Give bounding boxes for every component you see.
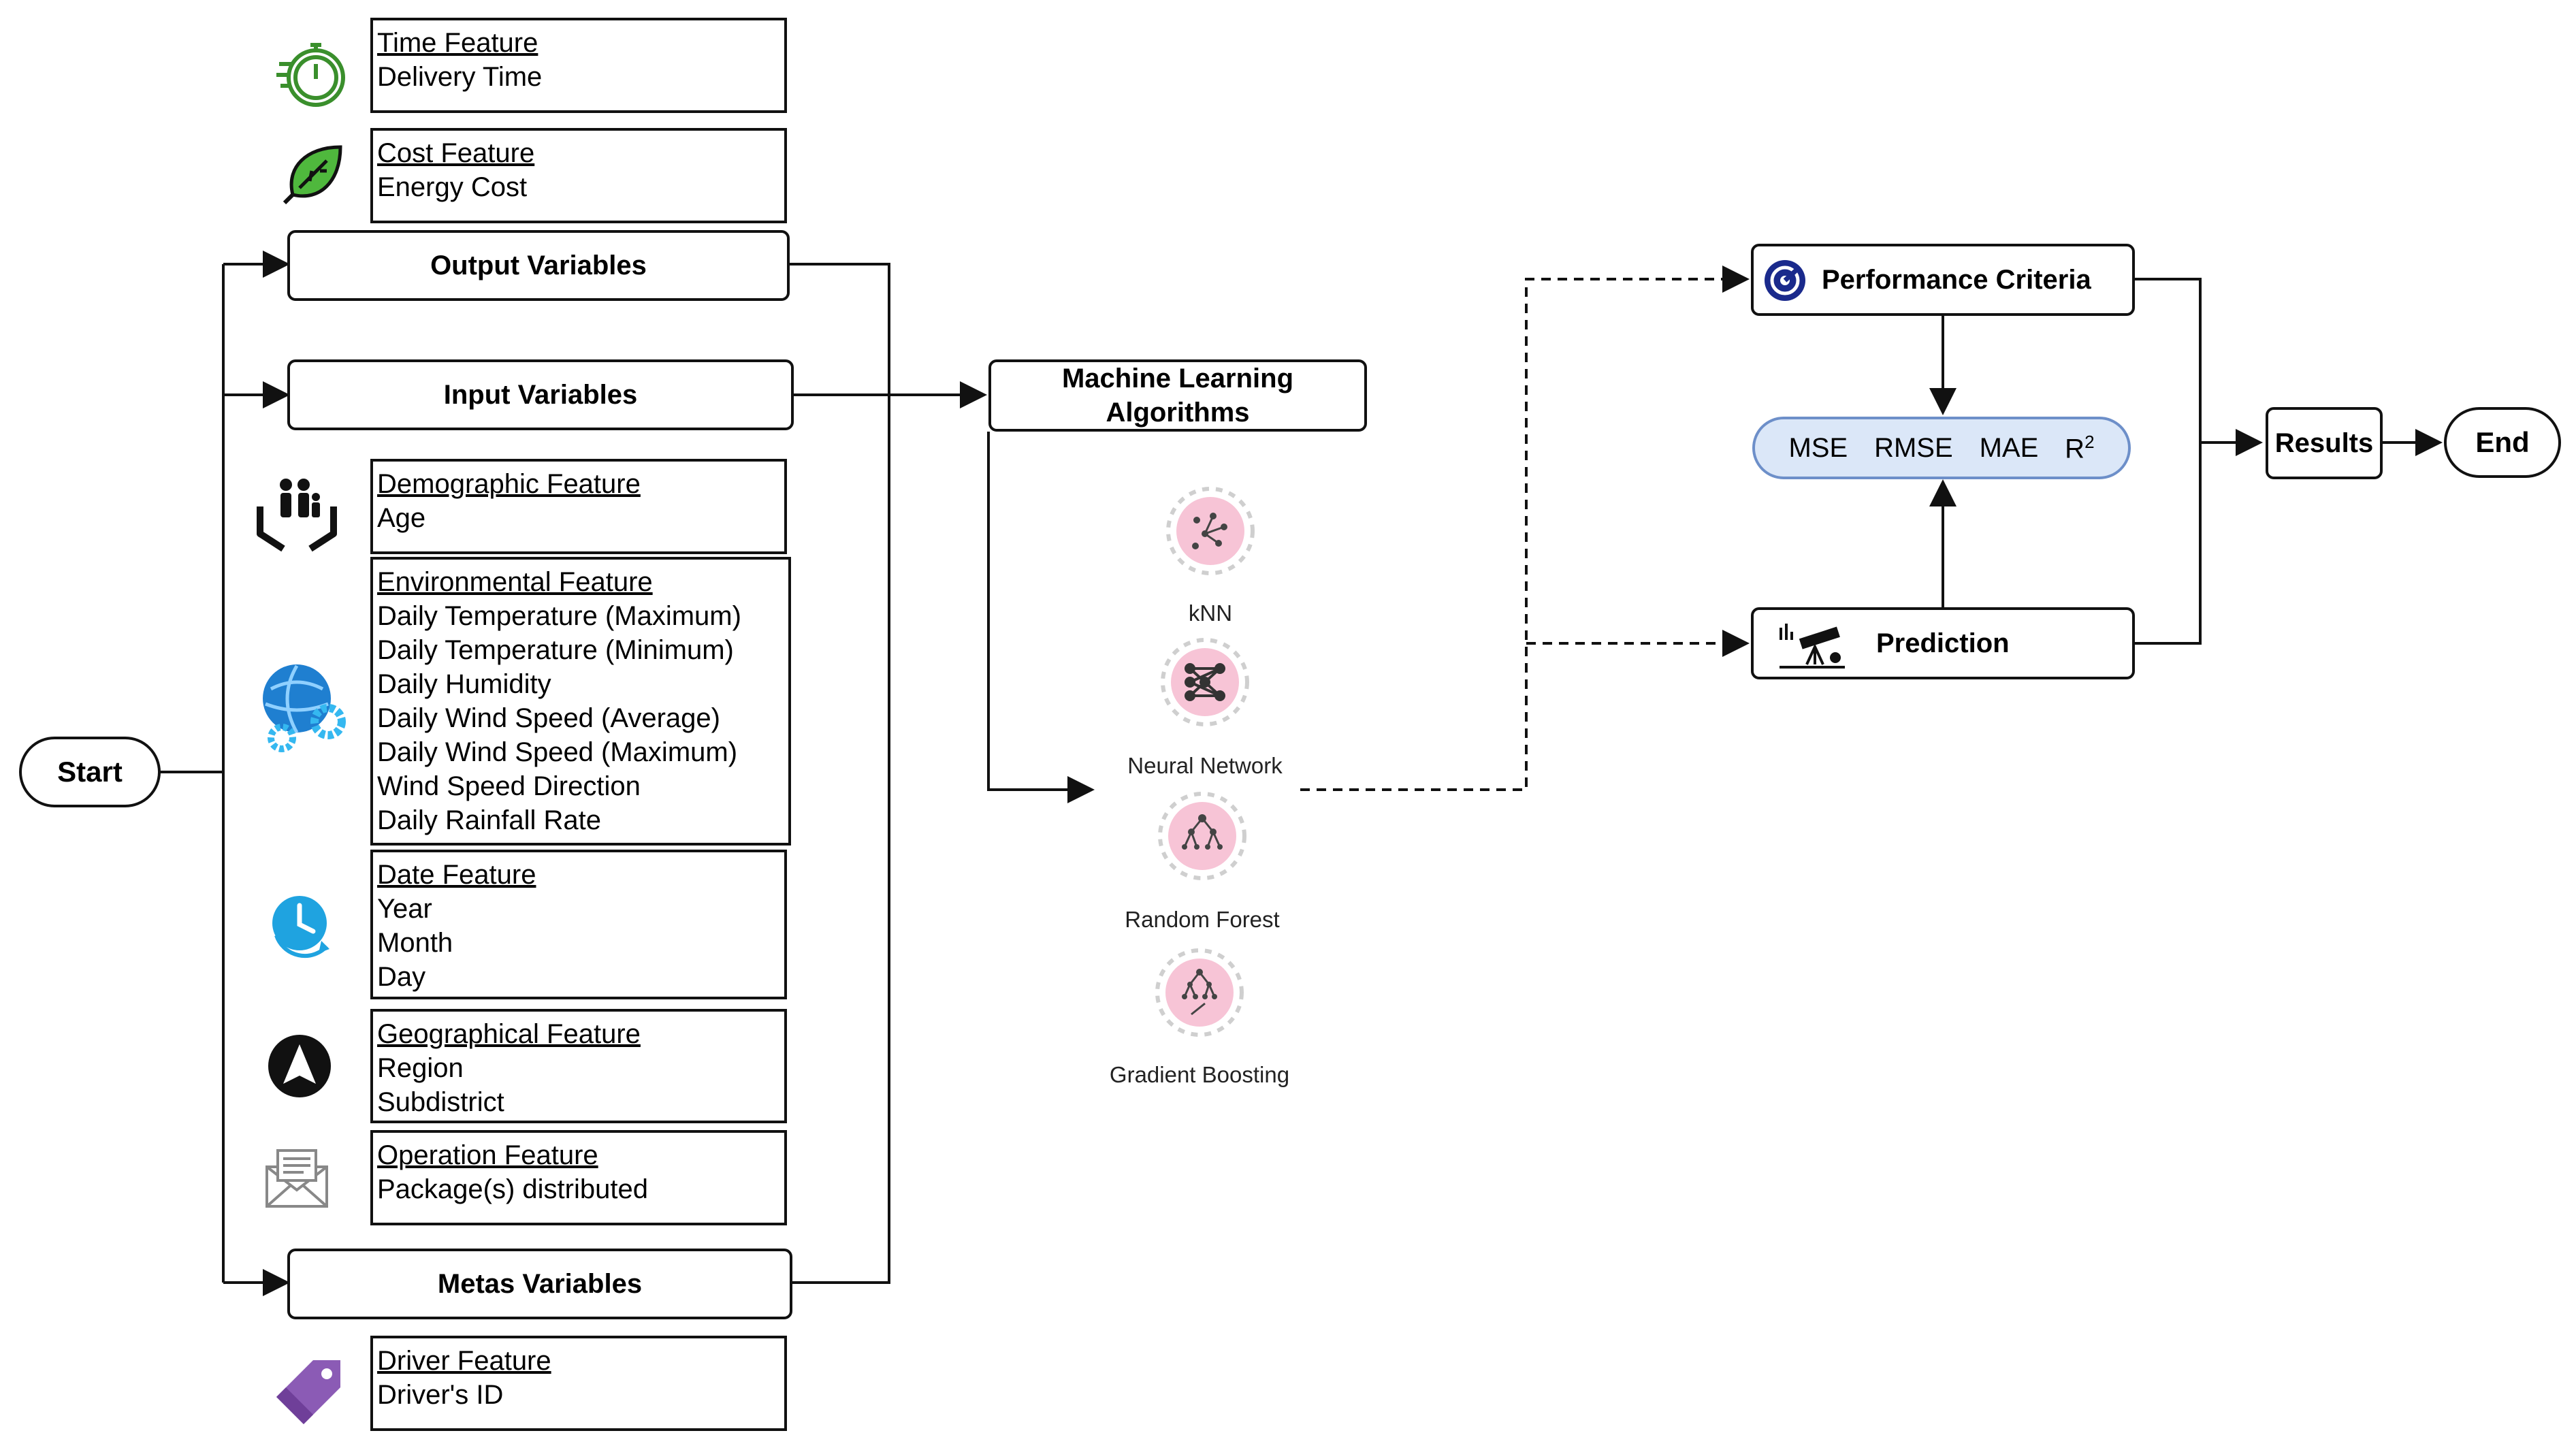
demographic-feature-box: Demographic Feature Age [370, 459, 787, 554]
feature-item: Region [377, 1053, 464, 1083]
geographical-feature-box: Geographical Feature Region Subdistrict [370, 1009, 787, 1123]
ml-algorithms-label-line1: Machine Learning [1061, 364, 1294, 393]
results-label: Results [2274, 428, 2374, 458]
leaf-plug-icon [283, 145, 342, 205]
metas-variables-label: Metas Variables [437, 1269, 643, 1299]
driver-feature-box: Driver Feature Driver's ID [370, 1336, 787, 1431]
feature-item: Subdistrict [377, 1087, 504, 1117]
metric-r2-base: R [2065, 434, 2085, 464]
environmental-feature-title: Environmental Feature [377, 567, 653, 597]
dashed-to-performance [1300, 266, 1750, 791]
operation-feature-title: Operation Feature [377, 1140, 598, 1170]
feature-item: Delivery Time [377, 62, 543, 92]
algorithm-label-neural-network: Neural Network [1127, 753, 1283, 778]
date-feature-title: Date Feature [377, 860, 536, 890]
geographical-feature-title: Geographical Feature [377, 1019, 641, 1049]
feature-item: Wind Speed Direction [377, 771, 641, 801]
feature-item: Energy Cost [377, 172, 528, 202]
metric-r2: R2 [2065, 432, 2094, 464]
demographic-feature-title: Demographic Feature [377, 469, 641, 499]
feature-item: Daily Humidity [377, 669, 551, 699]
start-node: Start [19, 737, 161, 807]
feature-item: Package(s) distributed [377, 1174, 648, 1204]
driver-feature-title: Driver Feature [377, 1346, 551, 1376]
feature-item: Year [377, 894, 432, 924]
collector-line [788, 263, 890, 1284]
feature-item: Month [377, 928, 453, 958]
feature-item: Day [377, 962, 426, 992]
gradient-boosting-icon [1155, 948, 1244, 1037]
stopwatch-icon [276, 43, 345, 107]
clock-refresh-icon [272, 896, 329, 959]
feature-item: Daily Temperature (Maximum) [377, 601, 741, 631]
neural-network-icon [1161, 638, 1249, 726]
input-variables-label: Input Variables [443, 380, 638, 410]
telescope-icon [1780, 624, 1845, 669]
algorithm-label-random-forest: Random Forest [1125, 907, 1280, 932]
cost-feature-title: Cost Feature [377, 138, 535, 168]
results-box: Results [2266, 407, 2383, 479]
date-feature-box: Date Feature Year Month Day [370, 850, 787, 999]
output-variables-box: Output Variables [287, 230, 790, 301]
feature-item: Driver's ID [377, 1380, 504, 1410]
operation-feature-box: Operation Feature Package(s) distributed [370, 1130, 787, 1225]
feature-item: Daily Wind Speed (Average) [377, 703, 720, 733]
environmental-feature-box: Environmental Feature Daily Temperature … [370, 557, 791, 846]
end-node: End [2444, 407, 2561, 478]
cost-feature-box: Cost Feature Energy Cost [370, 128, 787, 223]
feature-item: Daily Temperature (Minimum) [377, 635, 734, 665]
results-collector-line [2135, 278, 2202, 645]
metric-rmse: RMSE [1874, 432, 1953, 463]
feature-item: Age [377, 503, 426, 533]
end-label: End [2475, 426, 2530, 458]
start-label: Start [57, 756, 123, 788]
input-variables-box: Input Variables [287, 359, 794, 430]
globe-gears-icon [263, 664, 346, 752]
prediction-label: Prediction [1876, 628, 2010, 658]
ml-algorithms-box: Machine Learning Algorithms [988, 359, 1367, 432]
output-variables-label: Output Variables [430, 251, 647, 280]
metric-mae: MAE [1979, 432, 2039, 463]
algorithm-label-gradient-boosting: Gradient Boosting [1109, 1062, 1290, 1087]
performance-criteria-label: Performance Criteria [1822, 265, 2091, 295]
feature-item: Daily Wind Speed (Maximum) [377, 737, 738, 767]
algorithm-label-knn: kNN [1188, 600, 1233, 626]
knn-icon [1166, 487, 1255, 575]
time-feature-title: Time Feature [377, 28, 538, 58]
feature-item: Daily Rainfall Rate [377, 805, 602, 835]
time-feature-box: Time Feature Delivery Time [370, 18, 787, 113]
target-icon [1765, 260, 1805, 301]
metric-mse: MSE [1788, 432, 1848, 463]
metas-variables-box: Metas Variables [287, 1249, 792, 1319]
tag-icon [276, 1360, 340, 1424]
performance-criteria-box: Performance Criteria [1751, 244, 2135, 316]
random-forest-icon [1158, 792, 1246, 880]
arrow-to-algorithms [987, 432, 1095, 803]
ml-algorithms-label-line2: Algorithms [1106, 398, 1250, 428]
metric-r2-exponent: 2 [2084, 431, 2095, 452]
metrics-panel: MSE RMSE MAE R2 [1752, 417, 2131, 479]
envelope-icon [265, 1149, 328, 1208]
family-hands-icon [257, 479, 337, 552]
navigation-arrow-icon [268, 1035, 331, 1097]
